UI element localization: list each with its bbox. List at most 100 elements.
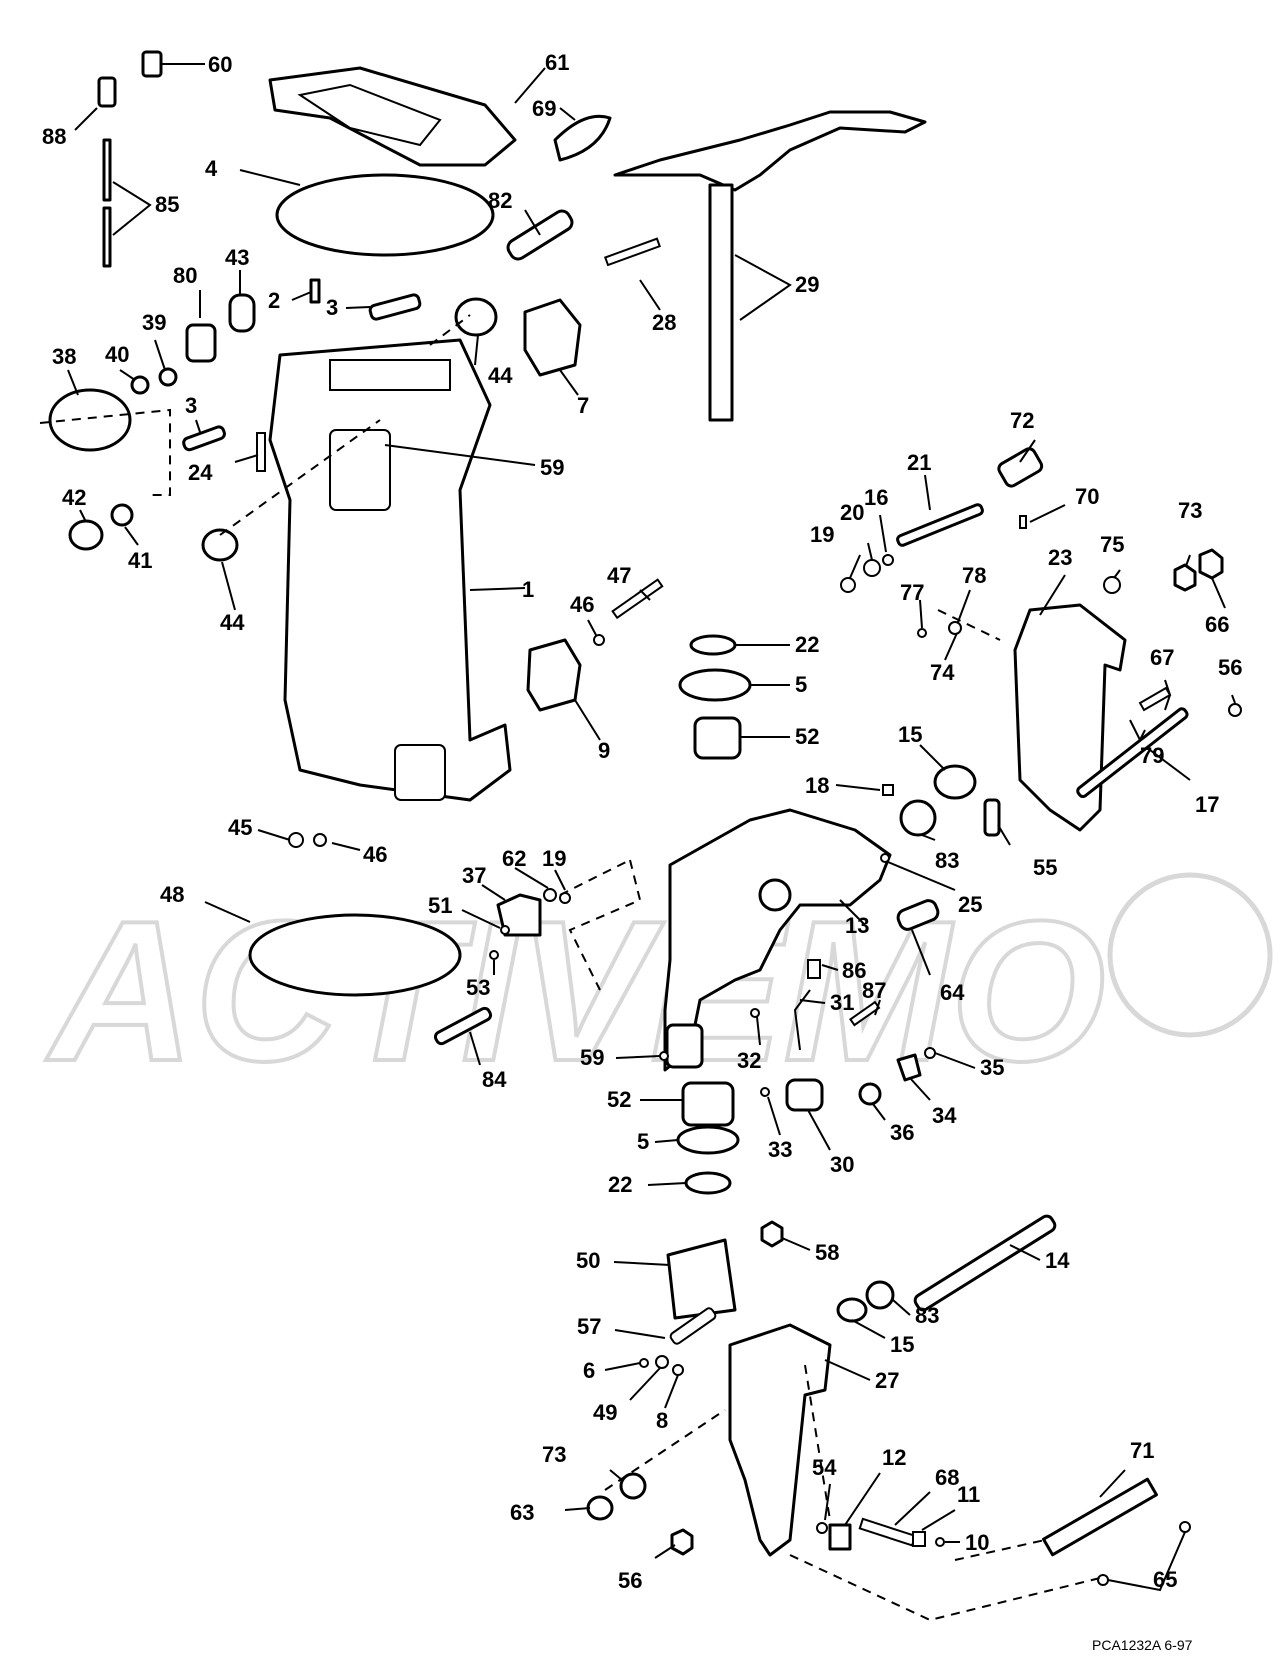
leader-73-lower <box>609 1469 623 1481</box>
callout-2: 2 <box>268 288 280 313</box>
callout-10: 10 <box>965 1530 989 1555</box>
part-32-screw <box>750 1008 760 1018</box>
part-66-nut <box>1198 548 1224 580</box>
part-23-bracket <box>1013 603 1127 832</box>
part-13-pivot-hole <box>758 878 792 912</box>
leader-45 <box>257 829 291 841</box>
leader-27 <box>824 1359 871 1381</box>
callout-83-top: 83 <box>935 848 959 873</box>
part-14-tube <box>913 1214 1057 1312</box>
callout-54: 54 <box>812 1455 837 1480</box>
callout-27: 27 <box>875 1368 899 1393</box>
callout-6: 6 <box>583 1358 595 1383</box>
callout-14: 14 <box>1045 1248 1070 1273</box>
callout-44-side: 44 <box>220 610 245 635</box>
leader-4 <box>239 169 301 186</box>
callout-50: 50 <box>576 1248 600 1273</box>
leader-18 <box>835 784 881 791</box>
part-65-screw-upper <box>1179 1521 1191 1533</box>
callout-61: 61 <box>545 50 569 75</box>
leader-62 <box>514 867 549 889</box>
part-83-bushing-top <box>899 799 937 837</box>
part-62-washer <box>543 888 557 902</box>
part-22-seal-top <box>689 634 737 656</box>
leader-40 <box>119 369 136 381</box>
part-53-screw <box>489 950 499 960</box>
leader-5-lower <box>654 1139 679 1143</box>
callout-68: 68 <box>935 1465 959 1490</box>
part-18-screw <box>882 784 894 796</box>
leader-61 <box>514 67 546 104</box>
callout-17: 17 <box>1195 792 1219 817</box>
part-88-clip <box>97 76 117 108</box>
callout-22-top: 22 <box>795 632 819 657</box>
part-1-housing-top-deck <box>329 359 451 391</box>
leader-69 <box>559 107 576 121</box>
leader-2 <box>291 291 312 301</box>
callout-19-top: 19 <box>810 522 834 547</box>
callout-62: 62 <box>502 846 526 871</box>
leader-37 <box>481 884 506 901</box>
leader-11 <box>921 1509 956 1531</box>
leader-77 <box>919 599 923 629</box>
part-50-clamp <box>666 1238 737 1320</box>
part-7-mount <box>523 298 582 377</box>
part-20-washer <box>863 559 881 577</box>
callout-64: 64 <box>940 980 965 1005</box>
part-51-screw <box>500 925 510 935</box>
part-72-cap <box>997 447 1044 488</box>
callout-78: 78 <box>962 563 986 588</box>
part-3-pin-top <box>368 293 422 321</box>
leader-6 <box>604 1362 641 1371</box>
part-9-mount <box>526 638 582 712</box>
dashed-line-bracket-12 <box>804 1364 831 1521</box>
leader-59-top <box>384 444 536 466</box>
callout-65: 65 <box>1153 1567 1177 1592</box>
part-1-upper-mount-pocket <box>329 429 391 511</box>
part-56-nut-top <box>1228 703 1242 717</box>
leader-35 <box>934 1052 976 1069</box>
callout-86: 86 <box>842 958 866 983</box>
callout-46-lower: 46 <box>363 842 387 867</box>
part-13-swivel-bracket <box>663 808 892 1072</box>
part-34-clip <box>896 1053 922 1082</box>
leader-57 <box>614 1329 666 1339</box>
leader-7 <box>559 369 579 396</box>
part-83-bushing-lower <box>865 1280 895 1310</box>
callout-80: 80 <box>173 263 197 288</box>
callout-labels: 60 61 88 69 85 4 82 29 43 80 2 3 28 38 4… <box>42 50 1242 1593</box>
callout-19-lower: 19 <box>542 846 566 871</box>
part-4-seal-ring <box>275 173 495 257</box>
part-35-nut <box>924 1047 936 1059</box>
callout-75: 75 <box>1100 532 1124 557</box>
leader-56-top <box>1231 694 1236 704</box>
part-56-nut-lower <box>670 1528 694 1556</box>
leader-15-lower <box>851 1319 886 1339</box>
dashed-line-38-42 <box>39 408 171 496</box>
leader-36 <box>872 1103 886 1121</box>
part-27-stern-bracket <box>728 1323 832 1557</box>
part-49-washer <box>655 1355 669 1369</box>
callout-53: 53 <box>466 975 490 1000</box>
part-78-pin <box>948 621 962 635</box>
part-33-screw <box>760 1087 770 1097</box>
callout-5-top: 5 <box>795 672 807 697</box>
part-8-washer <box>672 1364 684 1376</box>
part-16-washer <box>882 554 894 566</box>
leader-79 <box>1129 719 1146 743</box>
leader-8 <box>664 1374 679 1409</box>
callout-88: 88 <box>42 124 66 149</box>
leader-55 <box>997 824 1011 846</box>
callout-30: 30 <box>830 1152 854 1177</box>
part-1-lower-mount-pocket <box>394 744 446 801</box>
leader-30 <box>807 1109 831 1151</box>
leader-66 <box>1211 577 1226 609</box>
part-52-bushing-lower <box>681 1081 735 1127</box>
dashed-line-swivel-left <box>568 859 642 991</box>
leader-50 <box>613 1261 671 1266</box>
part-85-pin-bottom <box>102 206 112 268</box>
leader-63 <box>564 1507 591 1511</box>
part-77-screw <box>917 628 927 638</box>
callout-57: 57 <box>577 1314 601 1339</box>
callout-82: 82 <box>488 188 512 213</box>
